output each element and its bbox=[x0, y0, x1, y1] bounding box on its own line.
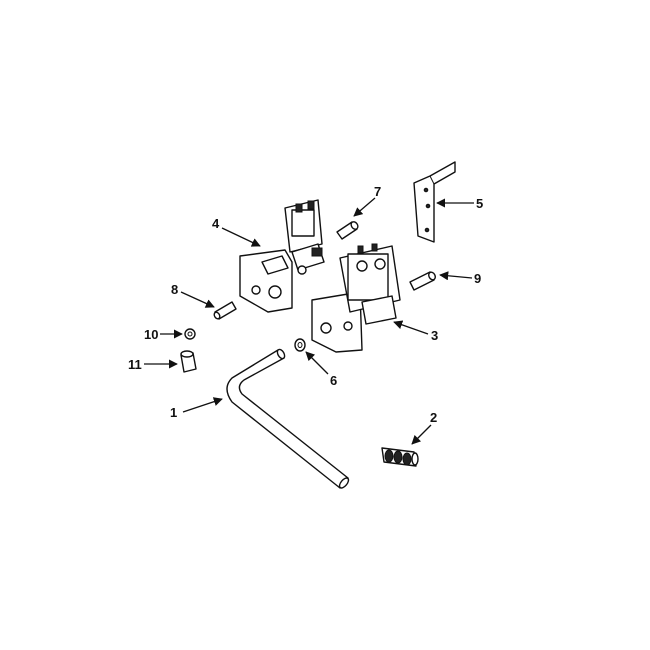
callout-1: 1 bbox=[170, 405, 177, 420]
callout-3: 3 bbox=[431, 328, 438, 343]
ferrule-part bbox=[184, 328, 196, 340]
small-nut-part bbox=[294, 338, 306, 352]
callout-9: 9 bbox=[474, 271, 481, 286]
callout-2: 2 bbox=[430, 410, 437, 425]
water-valve-left-part bbox=[239, 199, 325, 313]
callout-4: 4 bbox=[212, 216, 220, 231]
callout-6: 6 bbox=[330, 373, 337, 388]
union-connector-part bbox=[381, 447, 419, 467]
callout-labels: 1 2 3 4 5 6 7 8 9 10 11 bbox=[128, 184, 483, 425]
tube-insert-part bbox=[213, 301, 237, 320]
nut-part bbox=[180, 350, 197, 373]
callout-10: 10 bbox=[144, 327, 158, 342]
bracket-part bbox=[413, 161, 456, 243]
tube-short-part bbox=[336, 221, 359, 240]
water-valve-right-part bbox=[311, 243, 401, 353]
leader-arrows bbox=[144, 197, 474, 445]
callout-5: 5 bbox=[476, 196, 483, 211]
tube-short-right-part bbox=[409, 271, 436, 291]
callout-11: 11 bbox=[128, 357, 142, 372]
callout-8: 8 bbox=[171, 282, 178, 297]
bent-tube-part bbox=[226, 348, 350, 489]
callout-7: 7 bbox=[374, 184, 381, 199]
